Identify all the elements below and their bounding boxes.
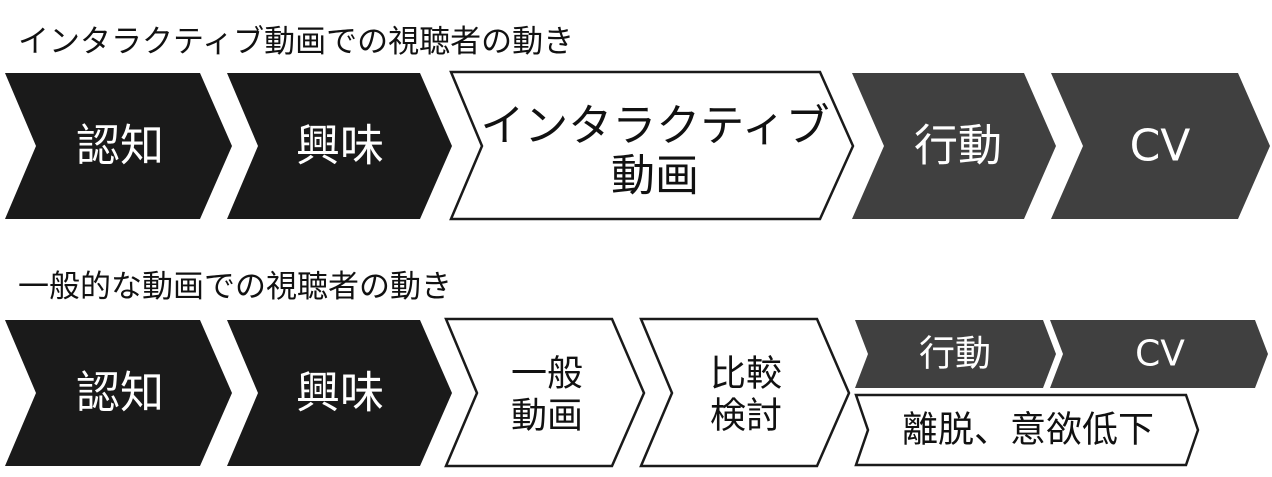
step-cv: CV bbox=[1050, 320, 1268, 388]
step-label: CV bbox=[1135, 334, 1185, 375]
step-awareness: 認知 bbox=[5, 320, 232, 466]
step-label-line2: 動画 bbox=[611, 151, 699, 202]
step-label: 興味 bbox=[296, 121, 384, 172]
step-label: 認知 bbox=[76, 368, 164, 419]
step-cv: CV bbox=[1051, 73, 1270, 219]
step-action: 行動 bbox=[855, 320, 1056, 388]
step-label: 認知 bbox=[76, 121, 164, 172]
step-dropout: 離脱、意欲低下 bbox=[854, 393, 1200, 467]
step-label: 行動 bbox=[919, 334, 991, 375]
step-interactive-video: インタラクティブ 動画 bbox=[449, 70, 855, 221]
step-label-line2: 検討 bbox=[710, 396, 782, 437]
step-action: 行動 bbox=[852, 73, 1056, 219]
interactive-flow-title: インタラクティブ動画での視聴者の動き bbox=[18, 24, 574, 60]
step-label: 興味 bbox=[296, 368, 384, 419]
step-label-line1: インタラクティブ bbox=[480, 101, 829, 152]
step-label: 離脱、意欲低下 bbox=[902, 410, 1154, 451]
step-interest: 興味 bbox=[227, 73, 452, 219]
step-label-line1: 一般 bbox=[511, 354, 583, 395]
step-label: CV bbox=[1130, 121, 1191, 172]
general-flow-title: 一般的な動画での視聴者の動き bbox=[18, 269, 452, 305]
step-awareness: 認知 bbox=[5, 73, 232, 219]
step-general-video: 一般 動画 bbox=[444, 317, 646, 468]
step-label-line1: 比較 bbox=[710, 354, 782, 395]
step-comparison: 比較 検討 bbox=[639, 317, 851, 468]
step-interest: 興味 bbox=[227, 320, 452, 466]
step-label-line2: 動画 bbox=[511, 396, 583, 437]
step-label: 行動 bbox=[914, 121, 1002, 172]
